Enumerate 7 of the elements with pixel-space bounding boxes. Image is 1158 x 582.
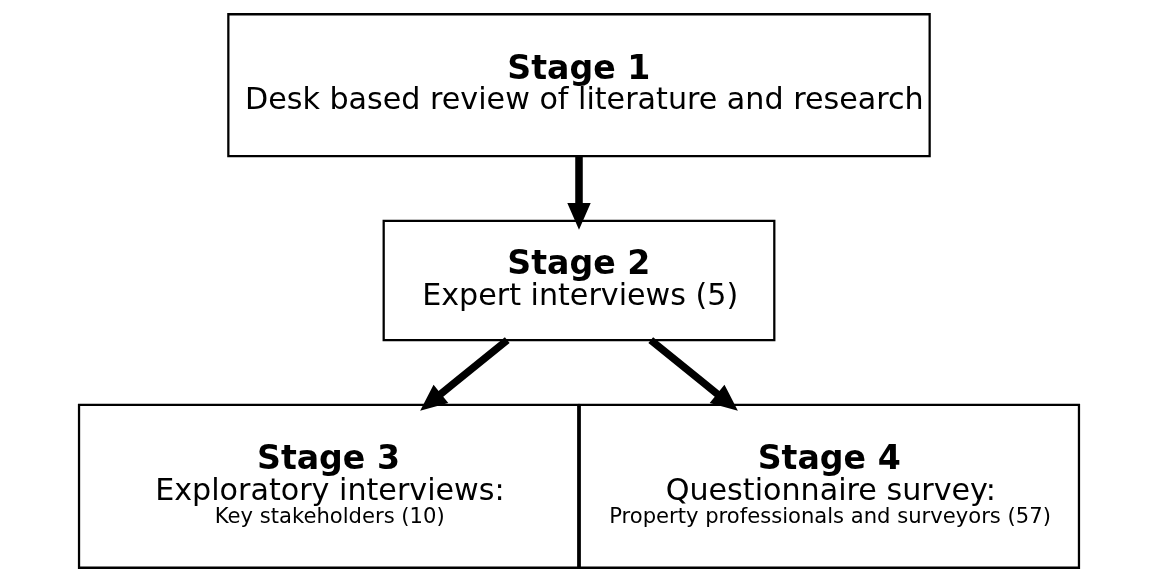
node-box: Stage 4 Questionnaire survey: Property professionals and surveyors (57) bbox=[578, 403, 1081, 569]
arrow bbox=[567, 156, 591, 230]
node-box: Stage 1 Desk based review of literature and research bbox=[227, 13, 931, 158]
node-box: Stage 3 Exploratory interviews: Key stakeholders (10) bbox=[77, 403, 580, 569]
arrow bbox=[420, 337, 510, 411]
node-box: Stage 2 Expert interviews (5) bbox=[382, 219, 776, 342]
arrow bbox=[648, 337, 738, 411]
